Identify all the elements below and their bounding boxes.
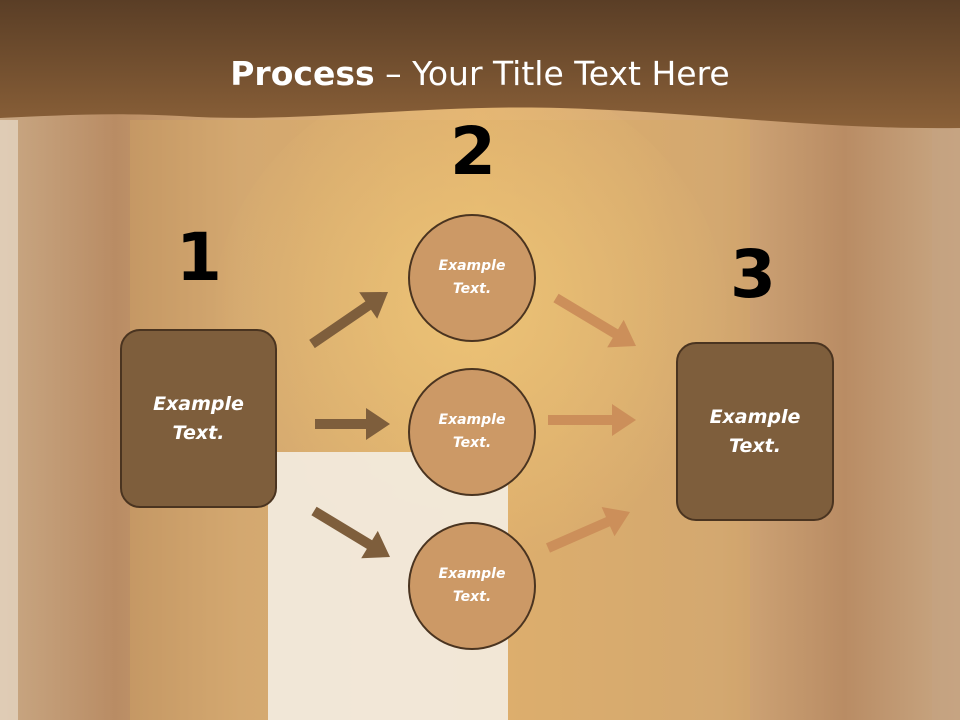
step-2-circle-2: Example Text. bbox=[408, 368, 536, 496]
arrow-box1-to-circle1 bbox=[309, 292, 388, 349]
title-rest: – Your Title Text Here bbox=[374, 54, 730, 93]
step-2-circle-1-text: Example Text. bbox=[438, 258, 506, 297]
arrow-circle1-to-box3 bbox=[553, 293, 636, 348]
slide-title: Process – Your Title Text Here bbox=[0, 52, 960, 96]
step-1-text: Example Text. bbox=[153, 392, 244, 444]
step-1-box: Example Text. bbox=[120, 329, 277, 508]
arrow-circle3-to-box3 bbox=[546, 507, 630, 553]
step-number-2: 2 bbox=[450, 113, 496, 190]
step-2-circle-3: Example Text. bbox=[408, 522, 536, 650]
arrow-circle2-to-box3 bbox=[548, 404, 636, 436]
step-2-circle-1: Example Text. bbox=[408, 214, 536, 342]
step-3-text: Example Text. bbox=[709, 405, 801, 457]
step-2-circle-2-text: Example Text. bbox=[438, 412, 506, 451]
step-3-box: Example Text. bbox=[676, 342, 834, 521]
step-2-circle-3-text: Example Text. bbox=[438, 566, 506, 605]
step-number-3: 3 bbox=[730, 236, 776, 313]
arrow-box1-to-circle3 bbox=[311, 506, 390, 559]
arrow-box1-to-circle2 bbox=[315, 408, 390, 440]
title-bold: Process bbox=[230, 54, 375, 93]
step-number-1: 1 bbox=[176, 219, 222, 296]
